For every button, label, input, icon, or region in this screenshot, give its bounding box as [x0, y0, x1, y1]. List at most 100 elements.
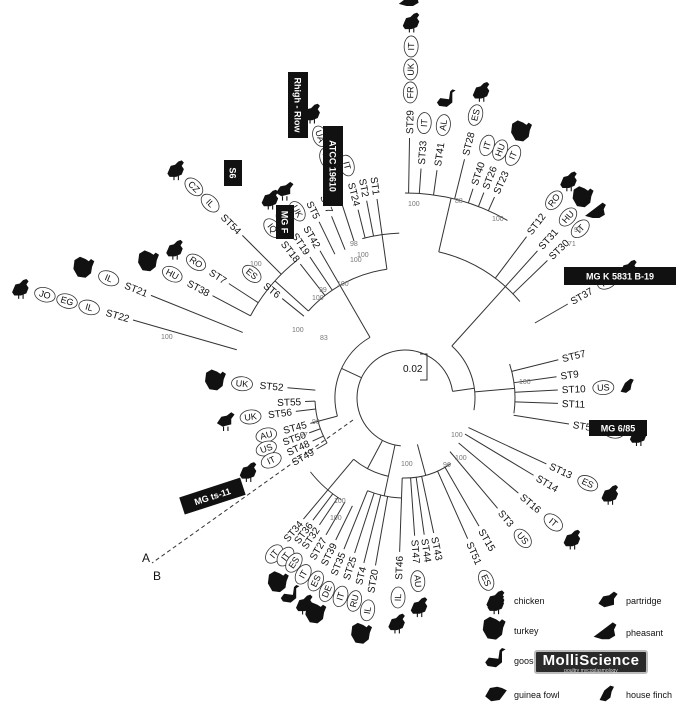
legend-item-chicken: chicken: [486, 590, 545, 612]
country-oval: [570, 219, 590, 239]
tree-arc: [362, 232, 400, 240]
bootstrap-value: 100: [312, 295, 324, 302]
tree-branch: [325, 501, 346, 536]
st-label: ST7: [207, 268, 229, 287]
chicken-icon: [388, 613, 405, 634]
clade-label-b: B: [153, 569, 161, 583]
ref-label: MG K 5831 B-19: [586, 272, 654, 282]
tree-branch: [458, 442, 519, 494]
tree-branch: [438, 198, 452, 252]
country-oval: [435, 114, 451, 136]
st-label: ST43: [428, 536, 444, 562]
country-code: UK: [406, 63, 416, 76]
tree-branch: [312, 435, 324, 442]
country-oval: [285, 552, 303, 573]
bootstrap-value: 100: [519, 379, 531, 386]
tree-branch: [513, 376, 557, 384]
tree-branch: [366, 200, 375, 237]
legend-label: chicken: [514, 596, 545, 606]
clade-divider: [151, 419, 354, 564]
host-icons: [12, 0, 647, 644]
tree-branch: [295, 408, 316, 412]
country-code: IT: [419, 118, 430, 127]
turkey-icon: [205, 369, 226, 391]
ref-label: S6: [228, 167, 238, 178]
country-oval: [307, 570, 324, 592]
chicken-icon: [261, 189, 279, 210]
bootstrap-value: 100: [350, 257, 362, 264]
st-label: ST5: [303, 200, 321, 222]
bootstrap-value: 100: [401, 461, 413, 468]
tree-arc: [314, 401, 328, 444]
st-label: ST16: [517, 492, 543, 516]
partridge-icon: [216, 412, 235, 432]
scale-label: 0.02: [403, 364, 423, 375]
watermark-tagline: poultry mycoplasmology: [564, 668, 618, 674]
bootstrap-value: 90: [312, 419, 320, 426]
country-oval: [200, 193, 220, 213]
tree-branch: [415, 477, 425, 535]
tree-arc: [356, 349, 454, 447]
st-label: ST28: [461, 131, 478, 157]
chicken-icon: [560, 171, 577, 192]
ref-k5831: MG K 5831 B-19: [564, 267, 676, 285]
chicken-icon: [166, 239, 183, 260]
turkey-icon: [482, 616, 506, 640]
st-label: ST21: [123, 281, 150, 300]
tree-branch: [319, 250, 341, 286]
tree-leaves: ST1ST2ST24ITST8ESUAST7ST5ST42UKST19ILST1…: [34, 35, 625, 622]
st-label: ST57: [561, 349, 587, 366]
tree-arc: [367, 490, 402, 499]
tree-branch: [416, 444, 427, 476]
house-finch-icon: [620, 378, 634, 393]
tree-branch: [514, 401, 558, 404]
tree-arc: [402, 463, 452, 479]
legend-label: guinea fowl: [514, 690, 560, 700]
turkey-icon: [572, 186, 594, 208]
tree-branch: [339, 285, 371, 338]
country-code: US: [597, 382, 610, 393]
country-oval: [78, 299, 100, 316]
tree-branch: [228, 283, 259, 304]
tree-arc: [451, 345, 476, 411]
st-label: ST13: [547, 462, 574, 482]
scale-bar: 0.02: [403, 353, 428, 381]
chicken-icon: [12, 279, 29, 299]
ref-label: MG 6/85: [601, 424, 636, 434]
tree-branch: [318, 221, 336, 255]
tree-arc: [404, 192, 508, 221]
tree-branch: [418, 168, 422, 194]
country-oval: [360, 599, 376, 622]
guinea-fowl-icon: [485, 686, 507, 702]
tree-branch: [367, 440, 383, 469]
country-code: JO: [38, 288, 52, 301]
tree-branch: [452, 387, 475, 392]
legend-item-pheasant: pheasant: [593, 622, 664, 640]
legend-item-guinea-fowl: guinea fowl: [485, 686, 560, 702]
leaf-st43: ST43: [428, 536, 444, 562]
bootstrap-value: 100: [161, 334, 173, 341]
country-code: DE: [320, 584, 334, 599]
chicken-icon: [472, 82, 490, 102]
tree-branch: [374, 496, 389, 566]
tree-branch: [341, 367, 362, 379]
ref-s6: S6: [224, 160, 242, 186]
legend-item-goose: goose: [485, 648, 539, 668]
bootstrap-value: 99: [319, 287, 327, 294]
scale-bracket: [420, 353, 428, 381]
st-label: ST33: [417, 140, 430, 165]
tree-branch: [310, 420, 319, 424]
turkey-icon: [73, 256, 95, 278]
country-oval: [545, 190, 563, 211]
bootstrap-value: 100: [337, 281, 349, 288]
tree-branch: [150, 294, 243, 333]
bootstrap-value: 88: [455, 198, 463, 205]
country-code: ES: [309, 573, 323, 588]
chicken-icon: [601, 484, 619, 505]
